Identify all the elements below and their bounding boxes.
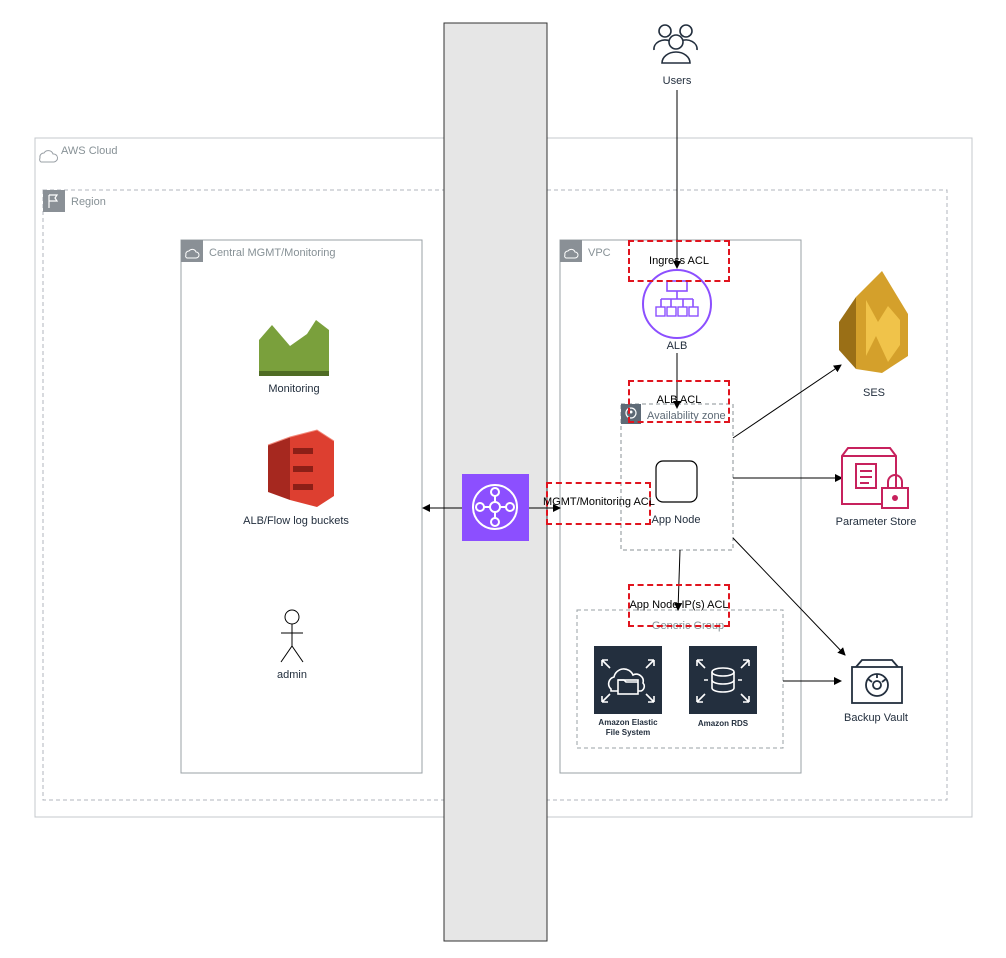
edge-appnode-generic: [674, 549, 683, 611]
monitoring-label: Monitoring: [268, 383, 320, 395]
vpc-label: VPC: [588, 247, 611, 259]
backup-vault-icon: [851, 659, 903, 704]
admin-label: admin: [277, 669, 307, 681]
admin-user-icon: [280, 609, 304, 663]
app-node-acl-box: [628, 584, 730, 627]
aws-cloud-label: AWS Cloud: [61, 145, 118, 157]
cloud-icon: [39, 150, 58, 163]
alb-acl-label: ALB ACL: [656, 394, 702, 406]
app-node-icon: [655, 460, 698, 503]
app-node-label: App Node: [651, 514, 701, 526]
s3-bucket-icon: [267, 429, 335, 507]
backup-vault-label: Backup Vault: [843, 712, 908, 724]
rds-label: Amazon RDS: [697, 719, 749, 728]
rds-icon: [689, 646, 757, 714]
users-icon: [653, 24, 698, 64]
mgmt-acl-box: [546, 482, 651, 525]
app-node-acl-label: App Node IP(s) ACL: [629, 599, 729, 611]
ses-icon: [839, 271, 908, 373]
parameter-store-icon: [841, 447, 909, 509]
availability-zone-label: Availability zone: [647, 410, 726, 422]
ses-label: SES: [862, 387, 885, 399]
ingress-acl-box: [628, 240, 730, 282]
transit-gateway-icon: [462, 474, 529, 541]
central-mgmt-label: Central MGMT/Monitoring: [209, 247, 336, 259]
monitoring-icon: [259, 320, 329, 376]
parameter-store-label: Parameter Store: [835, 516, 917, 528]
flag-icon: [43, 190, 65, 212]
efs-icon: [594, 646, 662, 714]
central-mgmt-group: [180, 239, 423, 774]
region-label: Region: [71, 196, 106, 208]
vpc-cloud-lock-icon: [560, 240, 582, 262]
ingress-acl-label: Ingress ACL: [649, 255, 709, 267]
vpc-cloud-lock-icon: [181, 240, 203, 262]
load-balancer-icon: [642, 269, 712, 339]
mgmt-acl-label: MGMT/Monitoring ACL: [543, 496, 655, 508]
efs-label: Amazon Elastic File System: [598, 718, 658, 737]
edge-appnode-ses: [732, 364, 842, 439]
log-buckets-label: ALB/Flow log buckets: [243, 515, 349, 527]
alb-label: ALB: [666, 340, 688, 352]
users-label: Users: [662, 75, 692, 87]
edge-appnode-backup: [732, 537, 846, 656]
location-pin-icon: [621, 404, 641, 424]
alb-acl-box: [628, 380, 730, 423]
